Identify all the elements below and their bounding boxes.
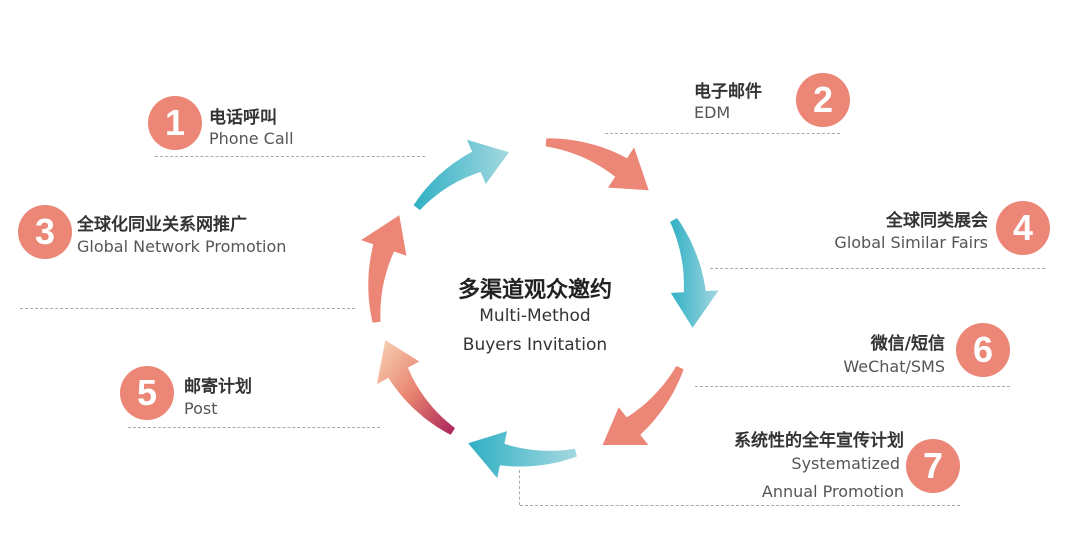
item-7-title-en-line1: Systematized: [791, 454, 900, 473]
item-7-title-en-line2: Annual Promotion: [761, 482, 904, 501]
item-2-title-en: EDM: [694, 103, 731, 122]
center-title: 多渠道观众邀约: [457, 278, 612, 303]
leader-line-4: [710, 268, 1045, 269]
cycle-arrow-6: [377, 340, 455, 435]
number-badge-1: 1: [148, 96, 202, 150]
number-badge-5: 5: [120, 366, 174, 420]
leader-line-1: [155, 156, 425, 157]
leader-line-2: [605, 133, 840, 134]
item-4-title-en: Global Similar Fairs: [834, 233, 988, 252]
cycle-arrow-7: [361, 215, 407, 323]
number-badge-6: 6: [956, 323, 1010, 377]
item-1-title-en: Phone Call: [209, 129, 294, 148]
cycle-arrow-5: [468, 431, 577, 478]
number-badge-4: 4: [996, 201, 1050, 255]
leader-line-5: [128, 427, 380, 428]
item-7-title-zh: 系统性的全年宣传计划: [734, 431, 904, 451]
leader-line-7: [520, 505, 960, 506]
item-6-title-zh: 微信/短信: [870, 334, 945, 354]
item-3-title-en: Global Network Promotion: [77, 237, 287, 256]
item-5-title-zh: 邮寄计划: [184, 377, 252, 397]
center-subtitle-1: Multi-Method: [479, 306, 591, 326]
item-6-title-en: WeChat/SMS: [843, 357, 945, 376]
item-1-title-zh: 电话呼叫: [209, 108, 277, 128]
cycle-arrow-2: [545, 138, 649, 191]
item-5-title-en: Post: [184, 399, 218, 418]
item-2-title-zh: 电子邮件: [694, 82, 762, 102]
number-badge-7: 7: [906, 439, 960, 493]
cycle-arrow-1: [413, 139, 509, 211]
number-badge-2: 2: [796, 73, 850, 127]
leader-line-6: [695, 386, 1010, 387]
cycle-arrow-4: [602, 365, 684, 445]
center-subtitle-2: Buyers Invitation: [462, 335, 608, 355]
number-badge-3: 3: [18, 205, 72, 259]
item-3-title-zh: 全球化同业关系网推广: [77, 215, 247, 235]
cycle-arrow-3: [670, 218, 719, 328]
leader-line-7-vertical: [519, 470, 520, 505]
item-4-title-zh: 全球同类展会: [886, 211, 988, 231]
leader-line-3: [20, 308, 355, 309]
